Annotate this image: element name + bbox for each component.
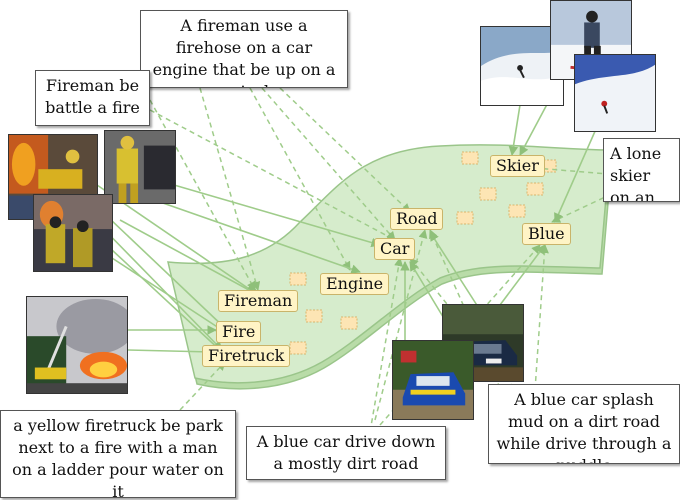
concept-firetruck: Firetruck xyxy=(202,345,291,367)
caption-fireman-firehose: A fireman use a firehose on a car engine… xyxy=(140,10,348,88)
concept-engine: Engine xyxy=(320,273,390,295)
caption-fireman-battle: Fireman be battle a fire xyxy=(35,70,150,126)
photo-skier-hill xyxy=(574,54,656,132)
photo-firemen-fire xyxy=(33,194,113,272)
caption-blue-car-splash: A blue car splash mud on a dirt road whi… xyxy=(488,384,680,464)
concept-road: Road xyxy=(390,208,444,230)
concept-skier: Skier xyxy=(490,155,545,177)
caption-lone-skier: A lone skier on an empty hill xyxy=(603,138,680,202)
concept-fire: Fire xyxy=(216,321,262,343)
photo-firefighters xyxy=(8,134,98,220)
photo-fireman-car xyxy=(104,130,176,204)
caption-blue-car-dirt: A blue car drive down a mostly dirt road xyxy=(246,426,446,480)
photo-firetruck-fire xyxy=(26,296,128,394)
photo-skier-slope xyxy=(480,26,564,106)
placeholder-squares xyxy=(289,151,557,355)
photo-blue-rally-car xyxy=(392,340,474,420)
caption-yellow-firetruck: a yellow firetruck be park next to a fir… xyxy=(0,410,236,498)
concept-car: Car xyxy=(374,238,416,260)
concept-blue: Blue xyxy=(522,223,571,245)
concept-fireman: Fireman xyxy=(218,290,299,312)
